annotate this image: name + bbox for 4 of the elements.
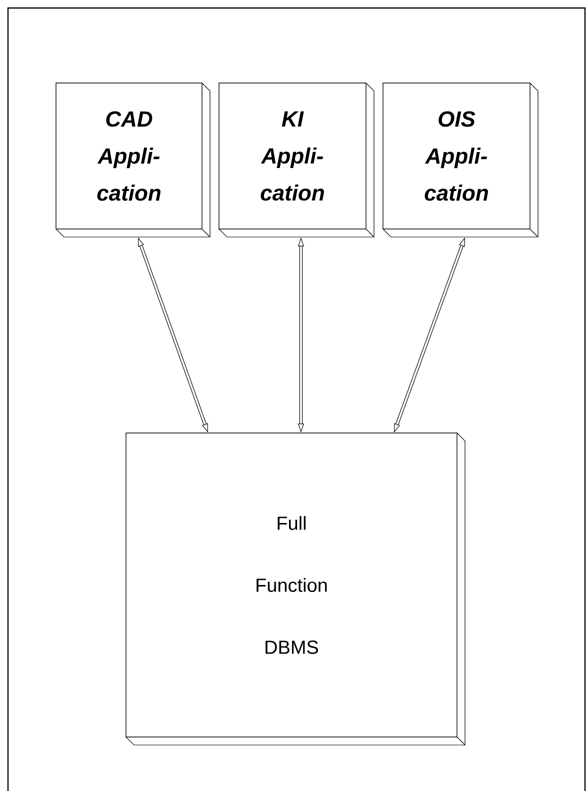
database-box: Full Function DBMS: [126, 432, 466, 746]
application-box: KI Appli-cation: [218, 82, 374, 238]
application-box: OIS Appli-cation: [382, 82, 538, 238]
application-box: CAD Appli-cation: [56, 82, 210, 238]
